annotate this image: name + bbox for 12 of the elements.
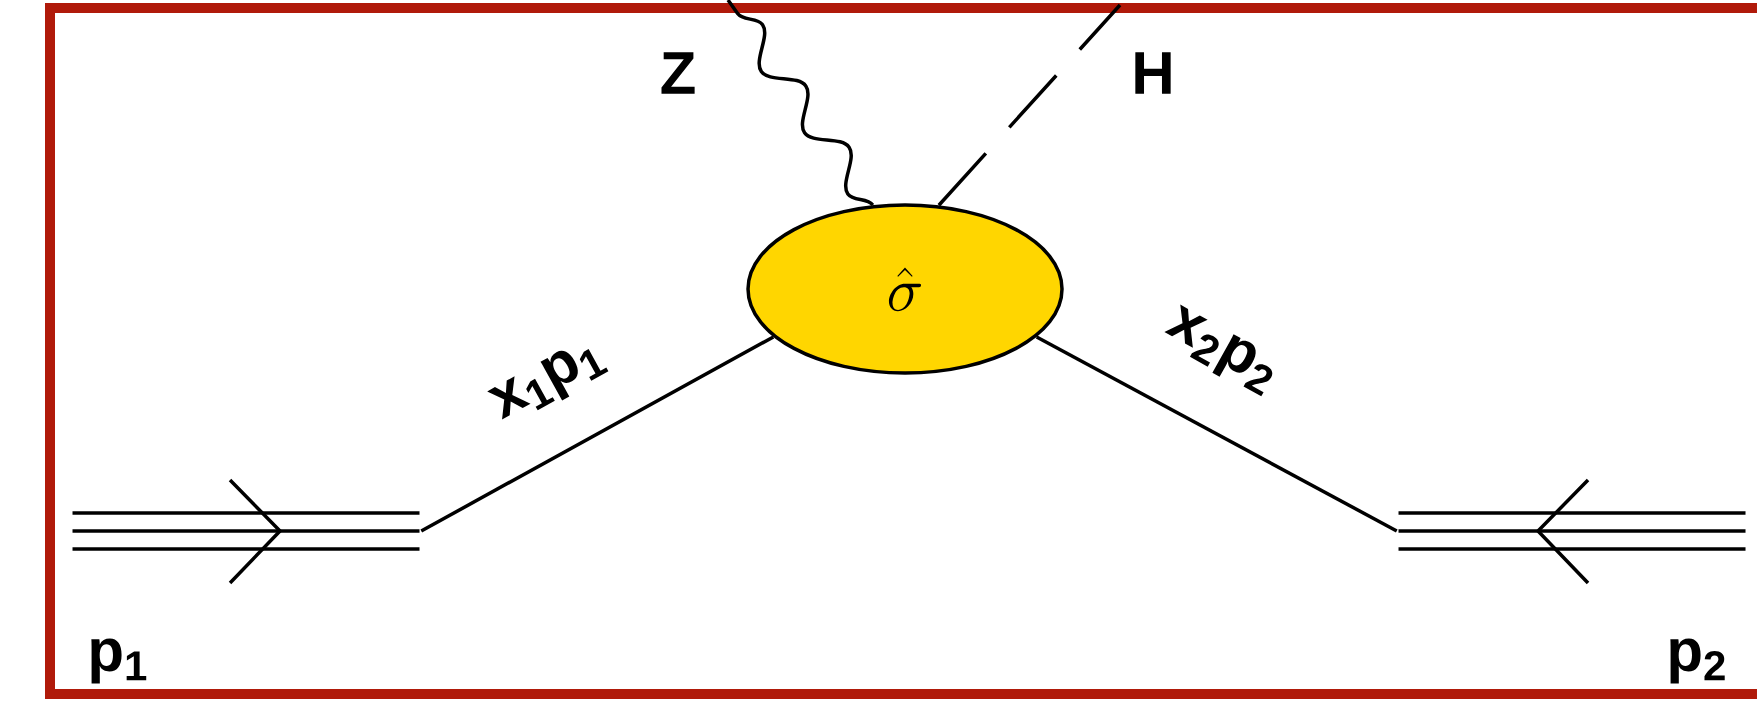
beam-label: p$_{1}$ (91, 638, 147, 684)
beam-drawing (1398, 478, 1746, 585)
dashed-line (937, 3, 1122, 207)
edge-label: Z (661, 52, 695, 94)
edge-label: x$_{1}$p$_{1}$ (487, 349, 609, 420)
wavy-line (726, 0, 874, 207)
edge-label: x$_{2}$p$_{2}$ (1164, 304, 1273, 397)
beam-drawing (72, 478, 420, 585)
line (1035, 335, 1398, 533)
edge-label: H (1135, 52, 1171, 94)
line (420, 335, 775, 533)
beam-label: p$_{2}$ (1670, 638, 1725, 684)
